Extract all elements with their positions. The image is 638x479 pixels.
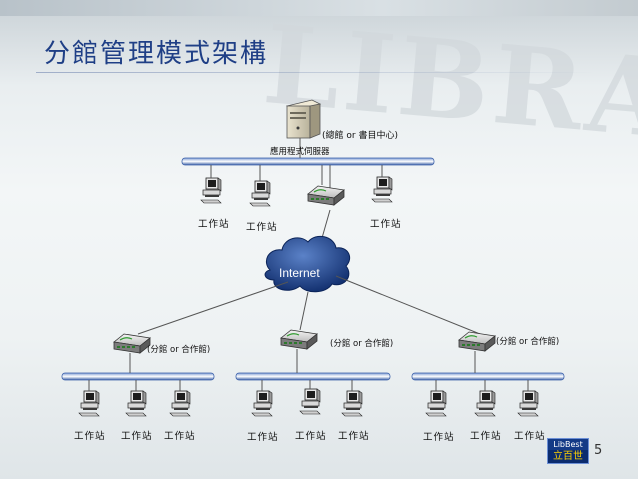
server-note: (總館 or 書目中心): [322, 131, 398, 141]
branch-note: (分館 or 合作館): [330, 339, 394, 349]
workstation-icon: [425, 380, 447, 417]
branch-note: (分館 or 合作館): [496, 337, 560, 347]
workstation-label: 工作站: [295, 431, 327, 442]
workstation-label: 工作站: [370, 219, 402, 230]
branch-network-bus: [61, 372, 215, 381]
branch-network-bus: [235, 372, 391, 381]
logo-text: 立百世: [548, 450, 588, 463]
workstation-label: 工作站: [246, 222, 278, 233]
cloud-icon: [264, 235, 351, 293]
workstation-icon: [251, 380, 273, 417]
branch-network-bus: [411, 372, 565, 381]
workstation-icon: [78, 380, 100, 417]
internet-label: Internet: [279, 266, 320, 280]
page-number: 5: [594, 443, 603, 458]
workstation-icon: [249, 165, 271, 207]
workstation-icon: [125, 380, 147, 417]
server-label: 應用程式伺服器: [270, 147, 330, 157]
workstation-label: 工作站: [164, 431, 196, 442]
logo-text: LibBest: [553, 440, 583, 449]
central-network-bus: [181, 157, 435, 166]
server-icon: [285, 99, 322, 158]
switch-icon: [280, 329, 318, 350]
branch-note: (分館 or 合作館): [147, 345, 211, 355]
workstation-label: 工作站: [470, 431, 502, 442]
workstation-label: 工作站: [247, 432, 279, 443]
workstation-icon: [341, 380, 363, 417]
workstation-label: 工作站: [198, 219, 230, 230]
libbest-logo: LibBest 立百世: [547, 438, 589, 464]
workstation-label: 工作站: [338, 431, 370, 442]
workstation-label: 工作站: [121, 431, 153, 442]
switch-icon: [307, 185, 345, 206]
workstation-icon: [371, 165, 393, 203]
workstation-icon: [517, 380, 539, 417]
workstation-icon: [299, 380, 321, 415]
switch-icon: [113, 333, 151, 354]
title-underline: [36, 72, 596, 73]
workstation-label: 工作站: [423, 432, 455, 443]
workstation-icon: [474, 380, 496, 417]
workstation-icon: [169, 380, 191, 417]
workstation-icon: [200, 165, 222, 204]
switch-icon: [458, 331, 496, 352]
workstation-label: 工作站: [74, 431, 106, 442]
workstation-label: 工作站: [514, 431, 546, 442]
slide-title: 分館管理模式架構: [44, 39, 269, 69]
top-band: [0, 0, 638, 16]
